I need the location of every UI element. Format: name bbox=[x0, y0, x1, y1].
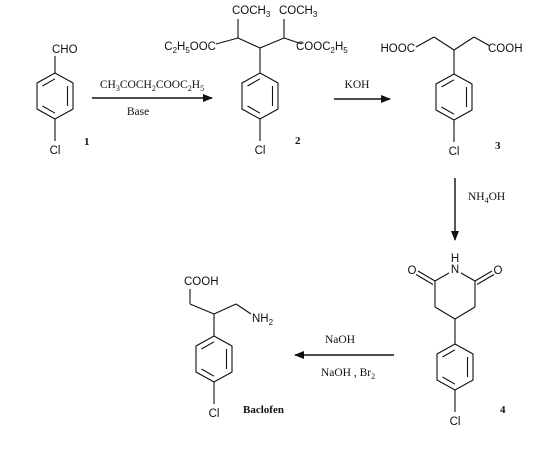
imide-hydrogen-label: H bbox=[451, 253, 459, 265]
acid-label: COOH bbox=[184, 276, 219, 288]
acetyl-label-left: COCH3 bbox=[232, 5, 271, 19]
compound-number: 2 bbox=[295, 135, 301, 147]
amine-label: NH2 bbox=[252, 313, 274, 327]
baclofen: COOH NH2 Cl Baclofen bbox=[184, 276, 284, 420]
reagent-naoh: NaOH bbox=[325, 334, 355, 346]
chloro-label: Cl bbox=[449, 146, 460, 158]
ester-label-right: COOC2H5 bbox=[296, 41, 348, 55]
step-3: NH4OH bbox=[451, 178, 505, 241]
oxygen-label-left: O bbox=[408, 265, 417, 277]
benzene-ring bbox=[195, 335, 233, 383]
reagent-naoh-bromine: NaOH , Br2 bbox=[321, 367, 375, 381]
reagent-koh: KOH bbox=[345, 79, 370, 91]
compound-1: CHO Cl 1 bbox=[36, 44, 90, 157]
acid-label-left: HOOC bbox=[381, 43, 416, 55]
compound-4: H N O O Cl 4 bbox=[408, 253, 506, 428]
benzene-ring bbox=[241, 72, 279, 120]
reagent-acetoacetate: CH3COCH2COOC2H5 bbox=[100, 79, 204, 93]
reagent-base: Base bbox=[127, 106, 149, 118]
step-4: NaOH NaOH , Br2 bbox=[294, 334, 394, 381]
compound-name: Baclofen bbox=[243, 404, 284, 416]
chloro-label: Cl bbox=[450, 416, 461, 428]
benzene-ring bbox=[36, 72, 74, 120]
oxygen-label-right: O bbox=[494, 265, 503, 277]
acetyl-label-right: COCH3 bbox=[279, 5, 318, 19]
step-1: CH3COCH2COOC2H5 Base bbox=[92, 79, 213, 118]
step-2: KOH bbox=[334, 79, 391, 103]
compound-number: 3 bbox=[495, 140, 501, 152]
ester-label-left: C2H5OOC bbox=[164, 41, 216, 55]
benzene-ring bbox=[436, 343, 474, 391]
chloro-label: Cl bbox=[209, 408, 220, 420]
compound-number: 1 bbox=[84, 136, 90, 148]
reagent-ammonium-hydroxide: NH4OH bbox=[468, 191, 505, 205]
chloro-label: Cl bbox=[50, 145, 61, 157]
compound-number: 4 bbox=[500, 404, 506, 416]
compound-2: COCH3 COCH3 C2H5OOC COOC2H5 Cl 2 bbox=[164, 5, 348, 157]
acid-label-right: COOH bbox=[488, 43, 523, 55]
aldehyde-label: CHO bbox=[52, 44, 78, 56]
imide-nitrogen-label: N bbox=[451, 264, 459, 276]
chloro-label: Cl bbox=[255, 145, 266, 157]
benzene-ring bbox=[435, 73, 473, 121]
compound-3: HOOC COOH Cl 3 bbox=[381, 36, 523, 158]
